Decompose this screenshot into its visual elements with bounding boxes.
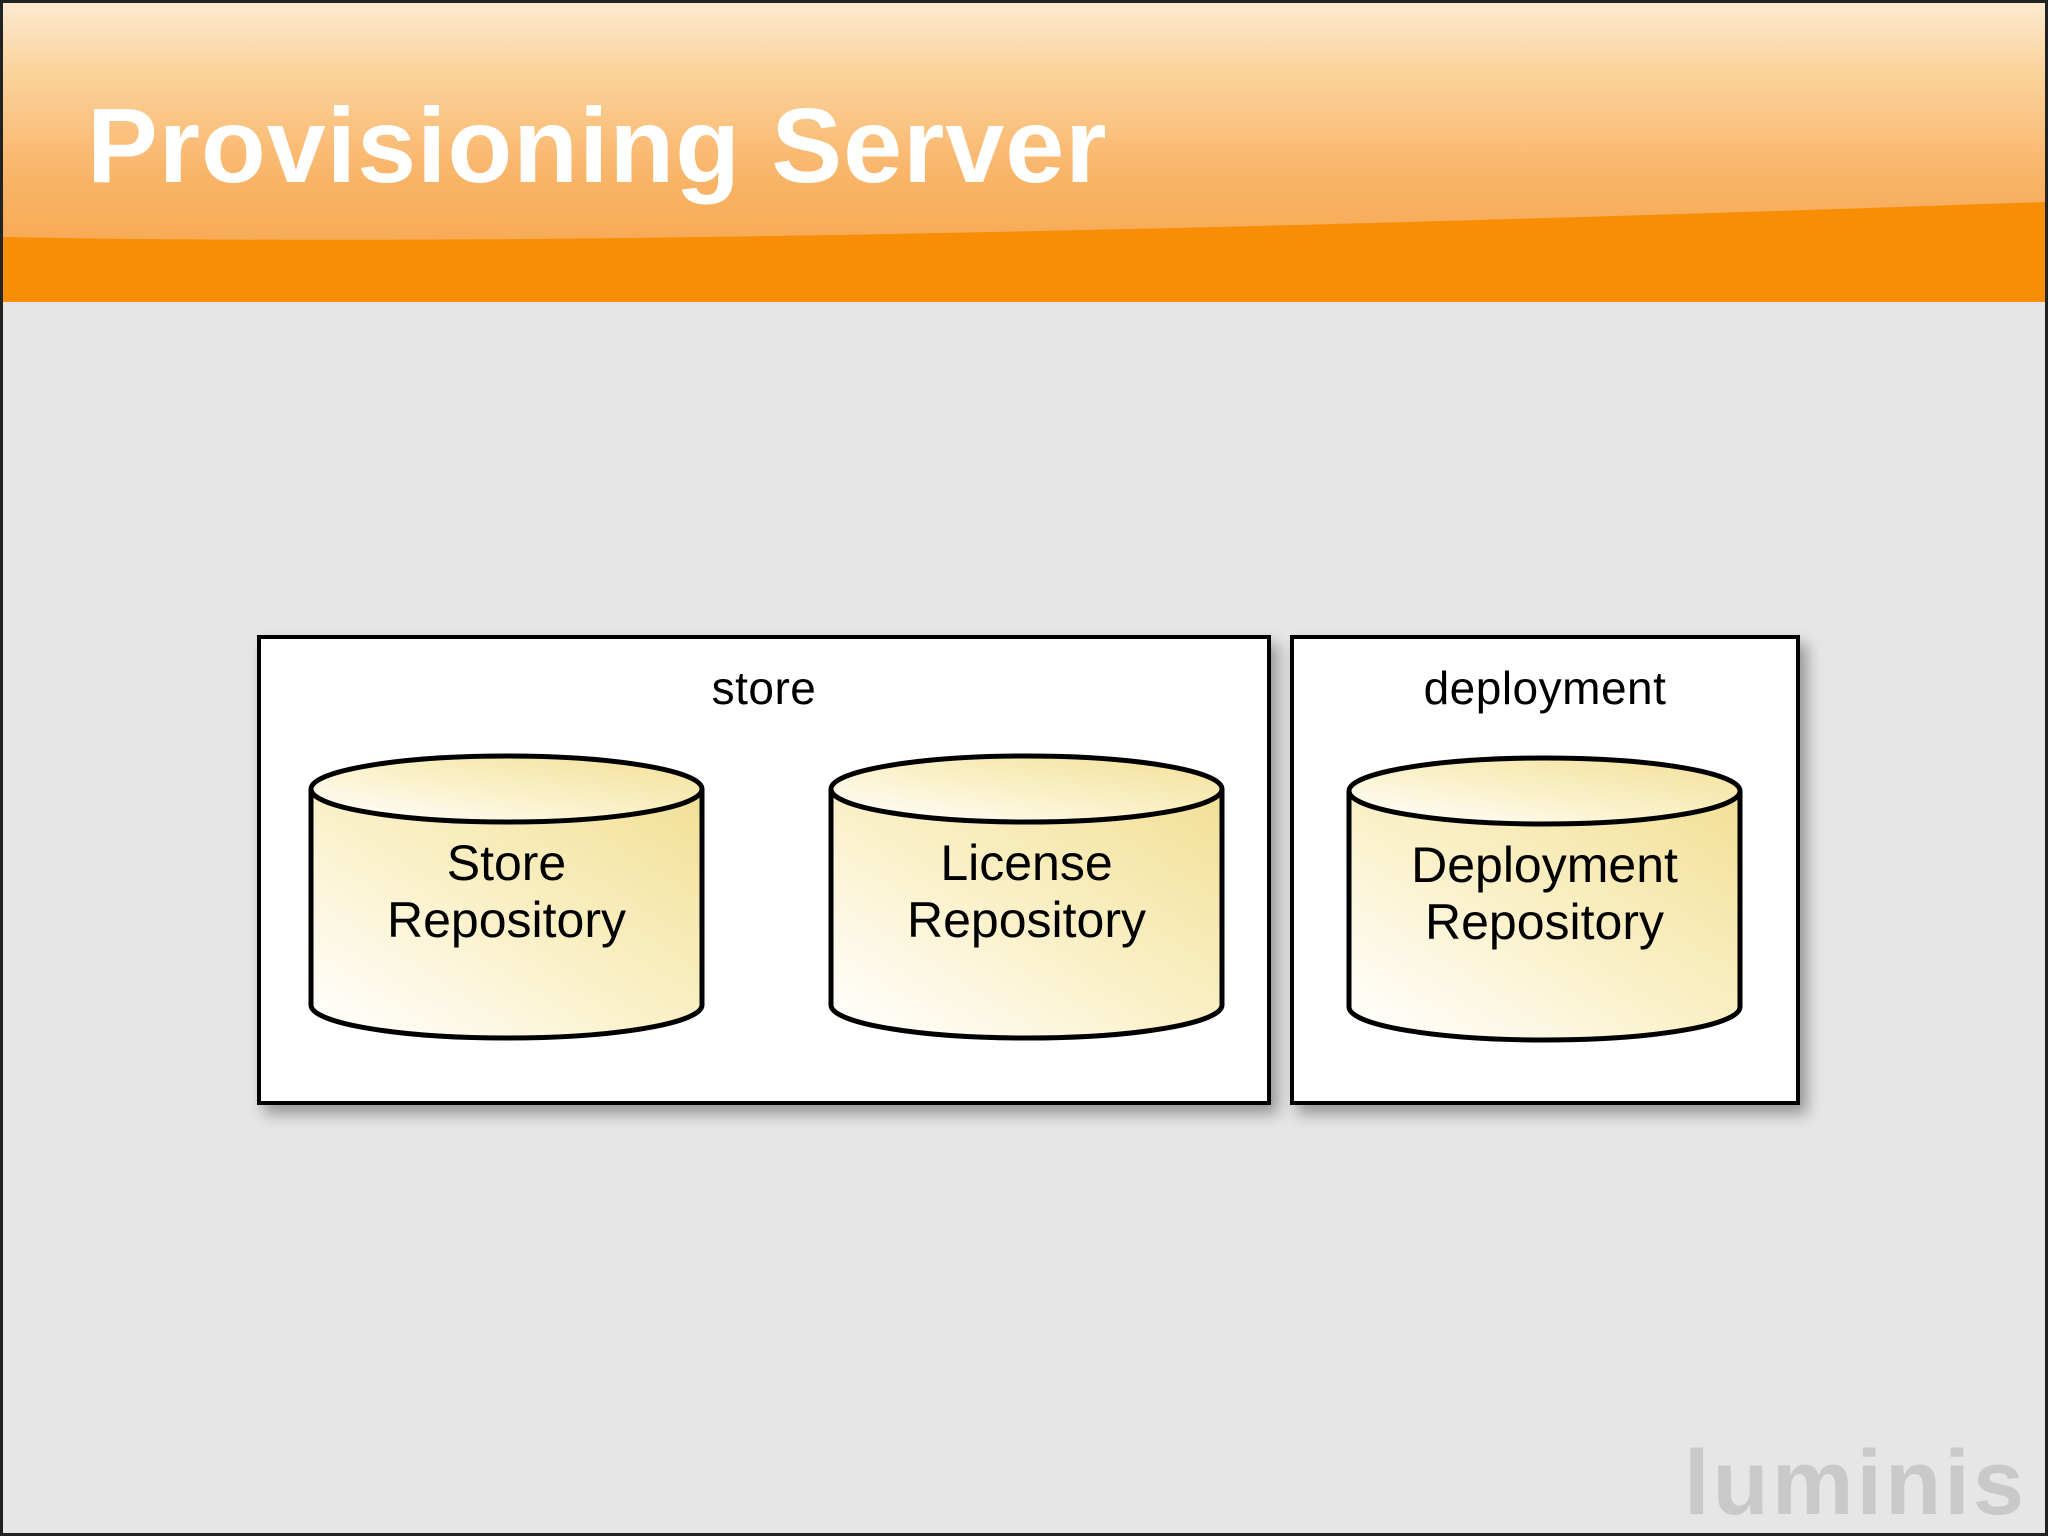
database-cylinder-icon — [1346, 755, 1743, 1043]
group-box-store: store Store Repository — [257, 635, 1271, 1105]
license-repository-label: License Repository — [907, 835, 1146, 948]
store-repository-cylinder: Store Repository — [308, 753, 705, 1041]
luminis-watermark: luminis — [1683, 1432, 2027, 1534]
group-label-deployment: deployment — [1423, 662, 1667, 714]
database-cylinder-icon — [308, 753, 705, 1041]
group-label-store: store — [711, 662, 817, 714]
deployment-repository-cylinder: Deployment Repository — [1346, 755, 1743, 1043]
group-box-deployment: deployment Deployment Repository — [1290, 635, 1800, 1105]
slide-title: Provisioning Server — [87, 87, 1108, 205]
database-cylinder-icon — [828, 753, 1225, 1041]
header-wave-shape — [3, 202, 2045, 302]
store-repository-label: Store Repository — [387, 835, 626, 948]
license-repository-cylinder: License Repository — [828, 753, 1225, 1041]
slide-header: Provisioning Server — [3, 3, 2045, 302]
deployment-repository-label: Deployment Repository — [1411, 837, 1678, 950]
